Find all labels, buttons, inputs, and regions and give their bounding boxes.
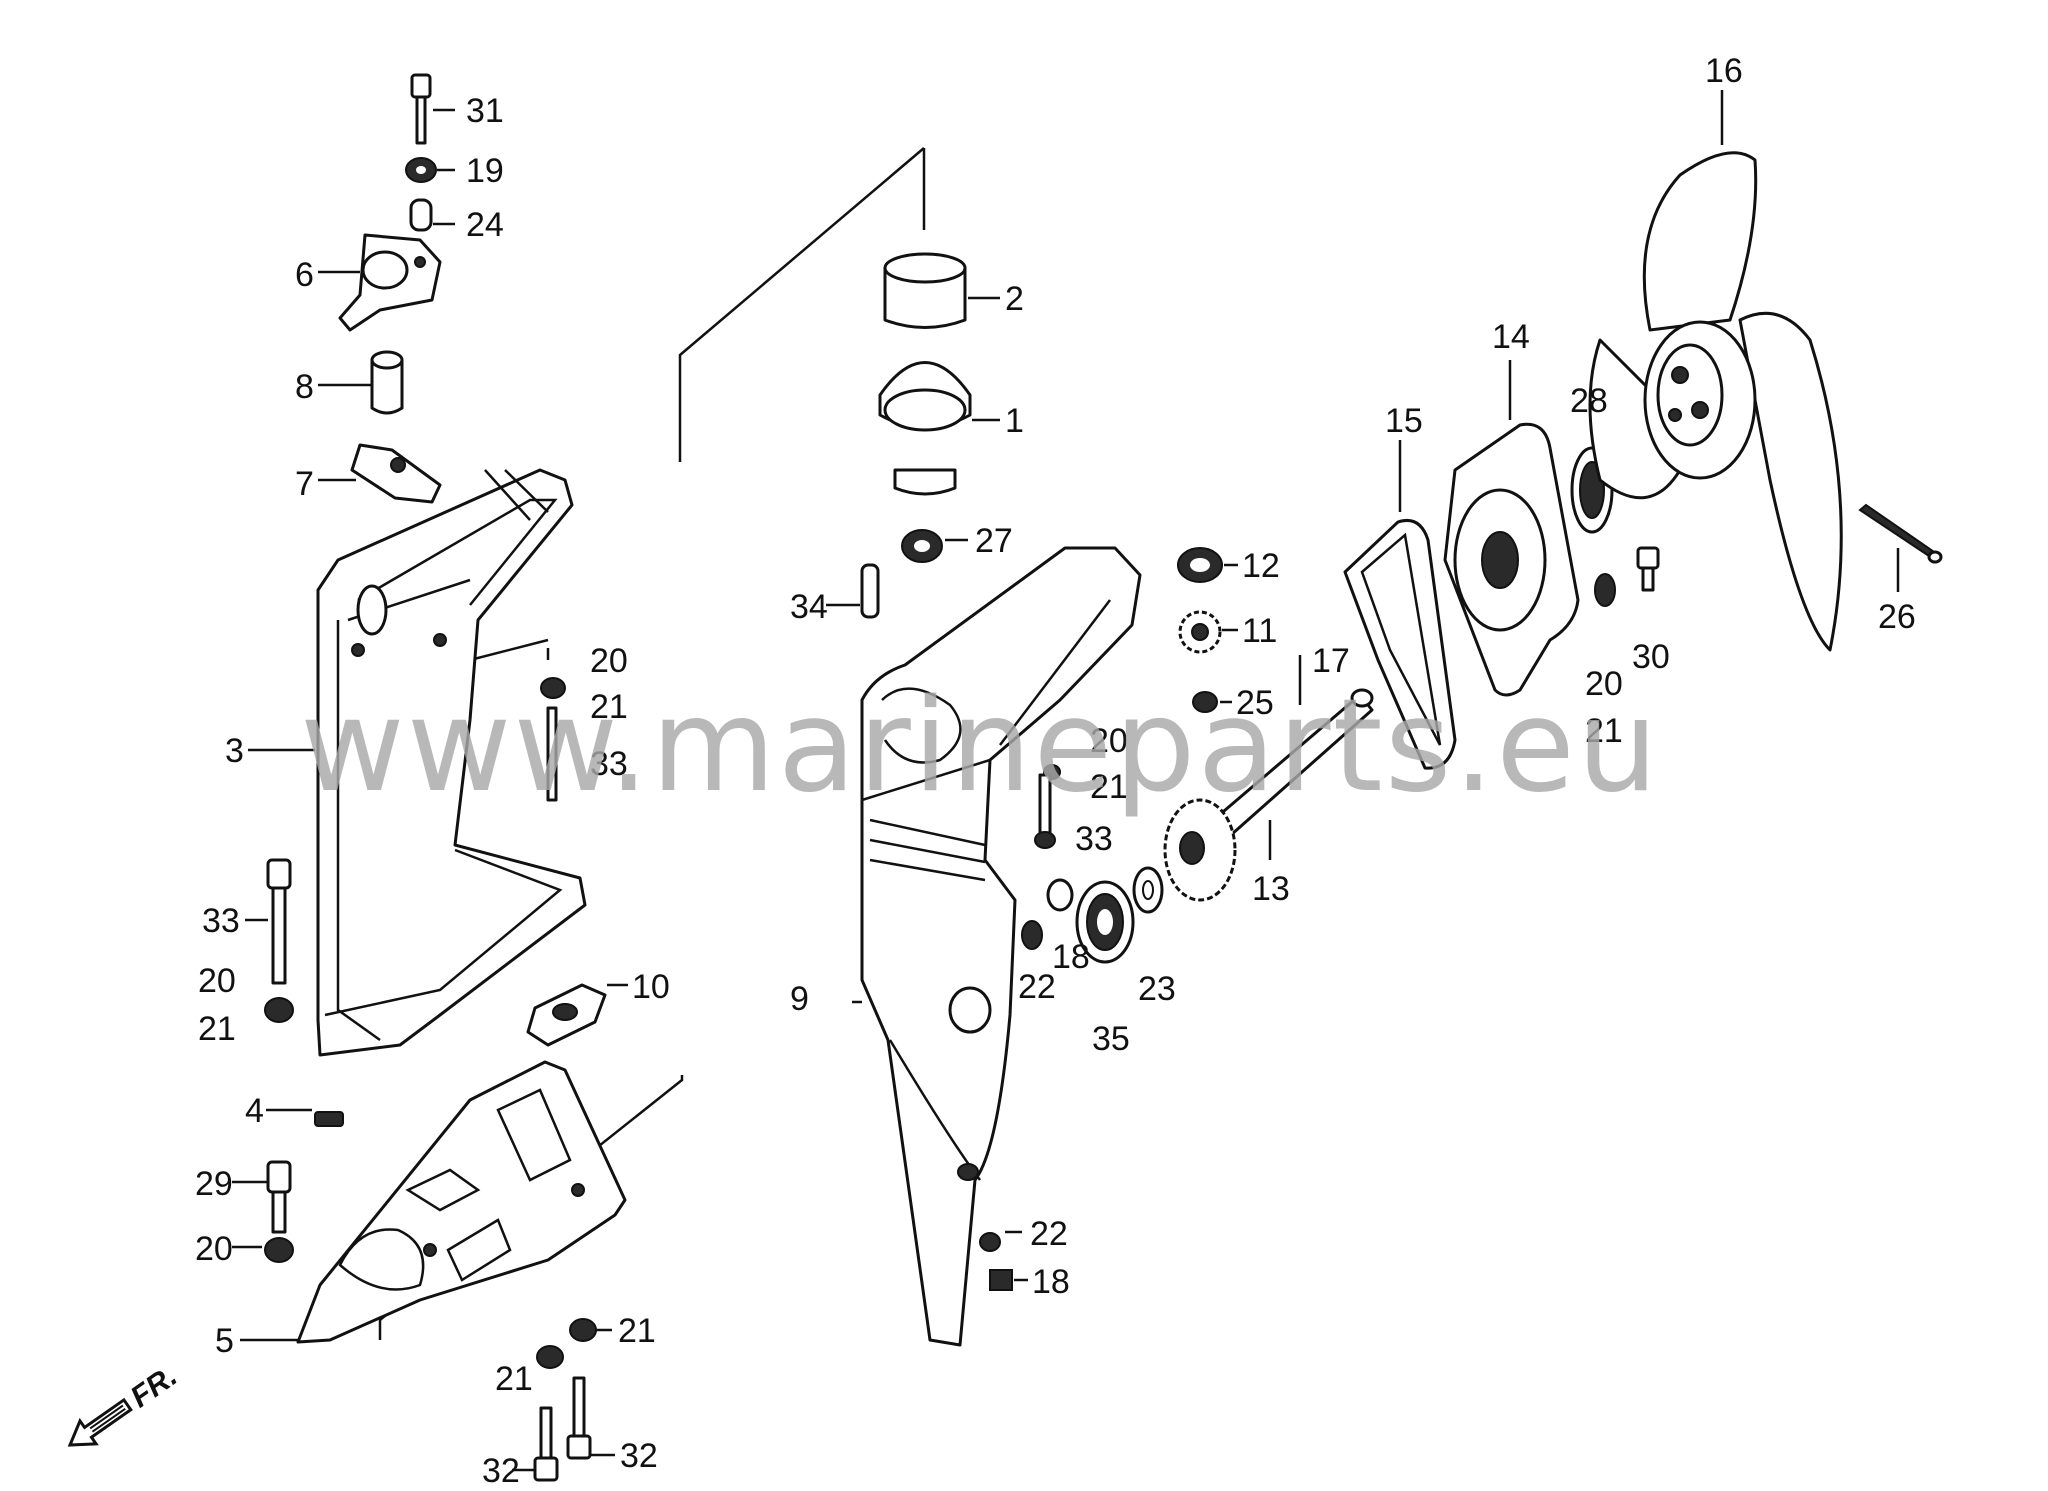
callout-20d: 20 <box>1090 722 1128 760</box>
callout-23: 23 <box>1138 970 1176 1008</box>
part-33-20-21-bolt-left <box>264 858 294 1023</box>
part-12-cap <box>1177 547 1223 583</box>
part-31-bolt <box>410 73 432 145</box>
part-13-propeller-shaft <box>1163 688 1374 902</box>
callout-33c: 33 <box>1075 820 1113 858</box>
callout-10: 10 <box>632 968 670 1006</box>
part-7-plate <box>350 443 442 504</box>
callout-6: 6 <box>295 256 314 294</box>
part-21-nuts <box>536 1318 597 1369</box>
callouts: 31 19 24 6 8 7 3 20 21 33 33 20 21 10 4 … <box>195 52 1916 1490</box>
callout-20b: 20 <box>198 962 236 1000</box>
part-5-plate <box>296 1060 627 1344</box>
part-25-washer <box>1192 691 1218 713</box>
part-22-18-lower <box>979 1232 1013 1291</box>
callout-21f: 21 <box>1585 712 1623 750</box>
part-20-21-washer <box>1594 573 1616 607</box>
callout-35: 35 <box>1092 1020 1130 1058</box>
callout-20e: 20 <box>1585 665 1623 703</box>
callout-4: 4 <box>245 1092 264 1130</box>
callout-32b: 32 <box>482 1452 520 1486</box>
callout-21b: 21 <box>198 1010 236 1048</box>
callout-20c: 20 <box>195 1230 233 1268</box>
part-32-bolts <box>533 1376 592 1482</box>
part-30-bolt <box>1636 546 1660 592</box>
callout-15: 15 <box>1385 402 1423 440</box>
part-27-grommet <box>901 529 943 563</box>
part-11-gear <box>1178 610 1222 654</box>
callout-1: 1 <box>1005 402 1024 440</box>
part-24-collar <box>409 198 433 232</box>
callout-18a: 18 <box>1052 938 1090 976</box>
callout-5: 5 <box>215 1322 234 1360</box>
part-26-cotter-pin <box>1858 503 1943 564</box>
callout-12: 12 <box>1242 547 1280 585</box>
callout-22a: 22 <box>1018 968 1056 1006</box>
callout-11: 11 <box>1242 612 1277 650</box>
callout-28: 28 <box>1570 382 1608 420</box>
part-4-pin <box>314 1111 344 1127</box>
callout-2: 2 <box>1005 280 1024 318</box>
callout-33a: 33 <box>590 745 628 783</box>
part-16-propeller <box>1588 151 1843 652</box>
callout-8: 8 <box>295 368 314 406</box>
callout-25: 25 <box>1236 684 1274 722</box>
part-19-washer <box>405 157 437 183</box>
callout-9: 9 <box>790 980 809 1018</box>
forward-arrow-icon <box>67 1397 133 1447</box>
part-1-seal <box>878 361 972 496</box>
part-14-holder <box>1443 422 1580 697</box>
part-3-extension-case <box>316 468 587 1057</box>
callout-22b: 22 <box>1030 1215 1068 1253</box>
watermark-text: www.marineparts.eu <box>300 672 1660 821</box>
direction-label: FR. <box>125 1359 184 1414</box>
callout-21d: 21 <box>495 1360 533 1398</box>
callout-26: 26 <box>1878 598 1916 636</box>
callout-17: 17 <box>1312 642 1350 680</box>
part-34-pin <box>860 563 880 619</box>
part-35-bearing <box>1075 880 1135 964</box>
forward-direction-indicator: FR. <box>67 1359 184 1447</box>
callout-24: 24 <box>466 206 504 244</box>
callout-16: 16 <box>1705 52 1743 90</box>
leader-lines <box>232 90 1900 1472</box>
callout-13: 13 <box>1252 870 1290 908</box>
part-9-gear-case <box>860 546 1142 1347</box>
part-20-21-33-bolt-middle <box>1034 764 1061 849</box>
callout-19: 19 <box>466 152 504 190</box>
part-6-bracket <box>338 233 442 332</box>
callout-32a: 32 <box>620 1437 658 1475</box>
callout-14: 14 <box>1492 318 1530 356</box>
part-10-plug <box>526 983 607 1047</box>
callout-29: 29 <box>195 1165 233 1203</box>
callout-3: 3 <box>225 732 244 770</box>
part-23-washer <box>1132 866 1164 914</box>
callout-20a: 20 <box>590 642 628 680</box>
callout-34: 34 <box>790 588 828 626</box>
part-8-sleeve <box>370 350 404 415</box>
part-2-bushing <box>883 252 967 329</box>
callout-18b: 18 <box>1032 1263 1070 1301</box>
callout-27: 27 <box>975 522 1013 560</box>
callout-33b: 33 <box>202 902 240 940</box>
callout-30: 30 <box>1632 638 1670 676</box>
callout-31: 31 <box>466 92 504 130</box>
part-20-21-33-stud-upper <box>540 677 566 802</box>
callout-7: 7 <box>295 465 314 503</box>
callout-21e: 21 <box>1090 768 1128 806</box>
part-29-20-bolt <box>264 1160 294 1263</box>
callout-21a: 21 <box>590 688 628 726</box>
part-15-gasket <box>1343 519 1457 770</box>
callout-21c: 21 <box>618 1312 656 1350</box>
part-18-22-middle <box>1021 878 1074 950</box>
